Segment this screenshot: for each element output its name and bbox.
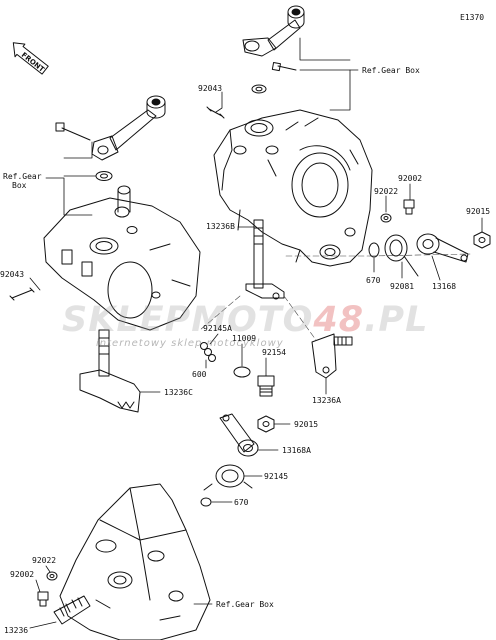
- label-670-mid: 670: [234, 498, 249, 507]
- label-13236-bottom: 13236: [4, 626, 29, 635]
- watermark-tagline: internetowy sklep motocyklowy: [96, 338, 284, 349]
- label-13168: 13168: [432, 282, 457, 291]
- label-ref-gear-left-2: Box: [12, 181, 27, 190]
- bolt-left-lever: [55, 122, 91, 141]
- label-92002-left: 92002: [10, 570, 35, 579]
- label-11009: 11009: [232, 334, 257, 343]
- front-arrow-icon: FRONT: [12, 42, 49, 75]
- pin-92043-left: [11, 289, 33, 299]
- spring-92145: [203, 464, 253, 491]
- label-92022-left: 92022: [32, 556, 57, 565]
- oring-670-mid: [200, 497, 212, 507]
- label-92145A: 92145A: [203, 324, 232, 333]
- label-92015-right: 92015: [466, 207, 491, 216]
- bolt-92043-top: [271, 62, 297, 72]
- label-92015-mid: 92015: [294, 420, 319, 429]
- arm-13168A: [219, 413, 259, 457]
- gear-box-housing-bottom: [59, 483, 211, 640]
- watermark-brand: SKLEPMOTO48.PL: [62, 300, 428, 340]
- arm-13168: [416, 233, 469, 263]
- shift-lever-top: [242, 5, 305, 57]
- label-ref-gear-left-1: Ref.Gear: [3, 172, 42, 181]
- washer-92022-left: [46, 571, 58, 581]
- oring-670-right: [368, 242, 380, 258]
- label-92043-top: 92043: [198, 84, 223, 93]
- label-92043-left: 92043: [0, 270, 25, 279]
- pin-92043-top: [208, 108, 223, 117]
- watermark-brand-part3: .PL: [364, 300, 429, 340]
- shaft-13236B: [245, 219, 285, 300]
- oring-11009: [233, 366, 251, 378]
- label-13236B: 13236B: [206, 222, 235, 231]
- washer-left: [95, 171, 113, 181]
- watermark-brand-part2: 48: [313, 300, 365, 340]
- label-600: 600: [192, 370, 207, 379]
- shaft-13236A: [311, 333, 353, 379]
- shaft-13236C: [79, 329, 141, 413]
- phantom-lines: [199, 253, 471, 341]
- ball-600: [200, 342, 216, 362]
- diagram-code: E1370: [460, 13, 485, 22]
- label-92145: 92145: [264, 472, 289, 481]
- gear-box-housing-left: [43, 185, 201, 331]
- bolt-92002-right: [403, 199, 415, 215]
- label-13168A: 13168A: [282, 446, 311, 455]
- nut-92015-right: [473, 231, 491, 249]
- shaft-13236-bottom: [53, 595, 91, 625]
- label-670-right: 670: [366, 276, 381, 285]
- plug-92154: [257, 375, 275, 397]
- label-92154: 92154: [262, 348, 287, 357]
- nut-92015-mid: [257, 415, 275, 433]
- spring-92081: [384, 234, 419, 277]
- washer-92022-right: [380, 213, 392, 223]
- label-92002-right: 92002: [398, 174, 423, 183]
- leader-lines: [29, 37, 483, 629]
- label-92022-right: 92022: [374, 187, 399, 196]
- watermark-brand-part1: SKLEPMOTO: [62, 300, 314, 340]
- label-ref-gear-box-top: Ref.Gear Box: [362, 66, 420, 75]
- label-13236A: 13236A: [312, 396, 341, 405]
- shift-lever-left: [91, 95, 166, 161]
- washer-top: [251, 84, 267, 94]
- label-13236C: 13236C: [164, 388, 193, 397]
- label-ref-gear-box-bottom: Ref.Gear Box: [216, 600, 274, 609]
- gear-box-housing-top: [213, 109, 373, 267]
- bolt-92002-left: [37, 591, 49, 607]
- label-92081: 92081: [390, 282, 415, 291]
